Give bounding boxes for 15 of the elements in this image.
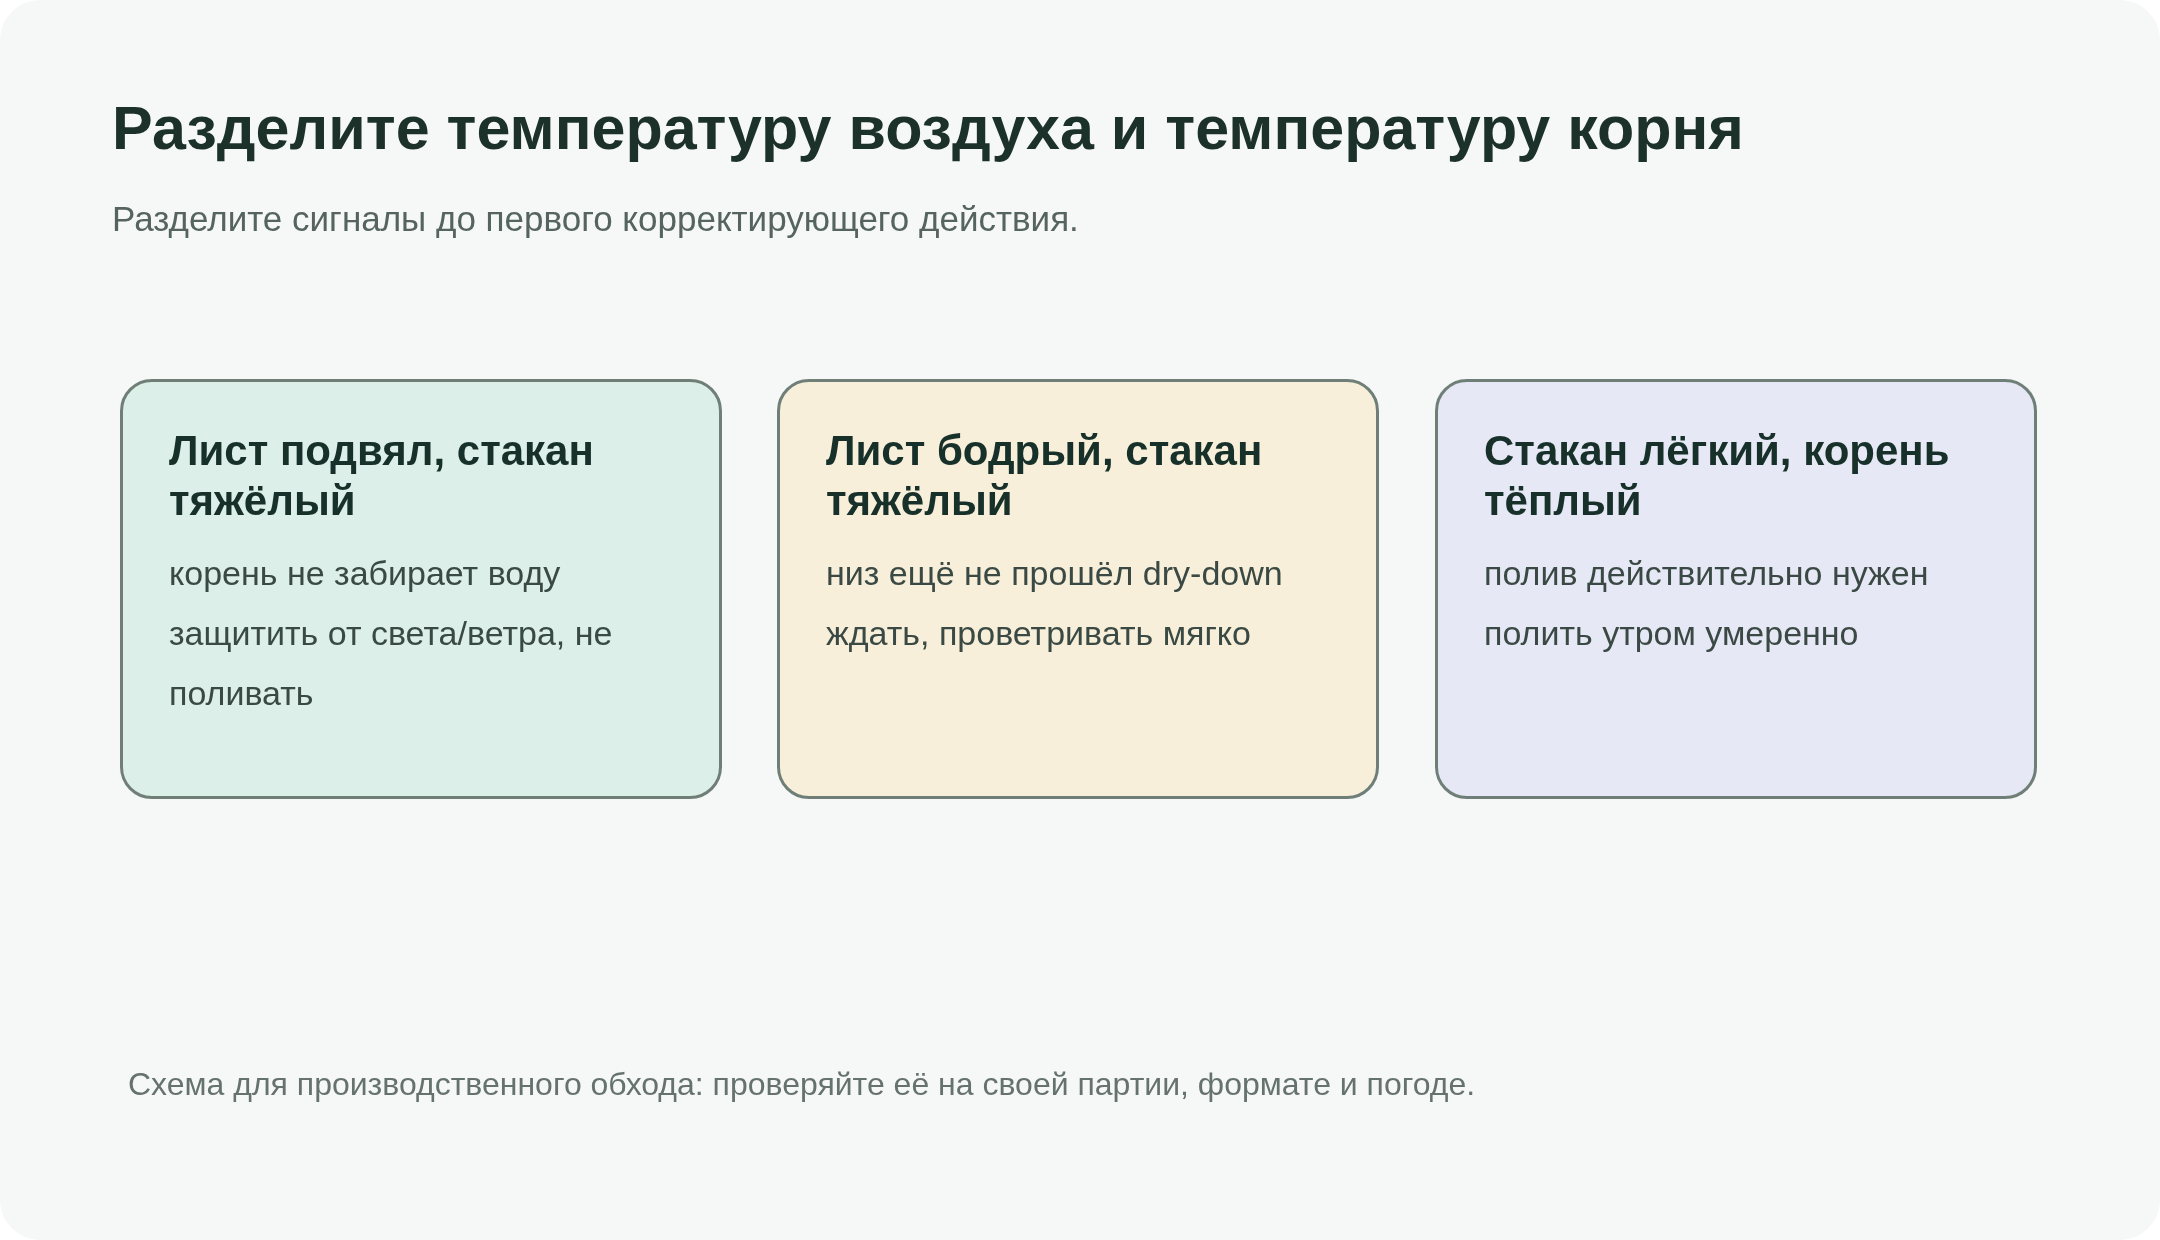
card-text: низ ещё не прошёл dry-down	[826, 552, 1283, 594]
card-heading: Лист подвял, стакан тяжёлый	[169, 426, 595, 527]
title: Разделите температуру воздуха и температуру корня	[112, 93, 1744, 164]
info-card	[777, 379, 1379, 799]
card-text: полить утром умеренно	[1484, 612, 1859, 654]
info-card	[1435, 379, 2037, 799]
info-card	[120, 379, 722, 799]
card-text: ждать, проветривать мягко	[826, 612, 1252, 654]
subtitle: Разделите сигналы до первого корректирующего действия.	[112, 198, 1079, 240]
card-heading: Стакан лёгкий, корень тёплый	[1484, 426, 1951, 527]
footnote: Схема для производственного обхода: проверяйте её на своей партии, формате и погоде.	[128, 1065, 1476, 1104]
card-text: корень не забирает воду	[169, 552, 561, 594]
card-heading: Лист бодрый, стакан тяжёлый	[826, 426, 1264, 527]
card-text: защитить от света/ветра, не поливать	[169, 612, 614, 714]
card-text: полив действительно нужен	[1484, 552, 1929, 594]
